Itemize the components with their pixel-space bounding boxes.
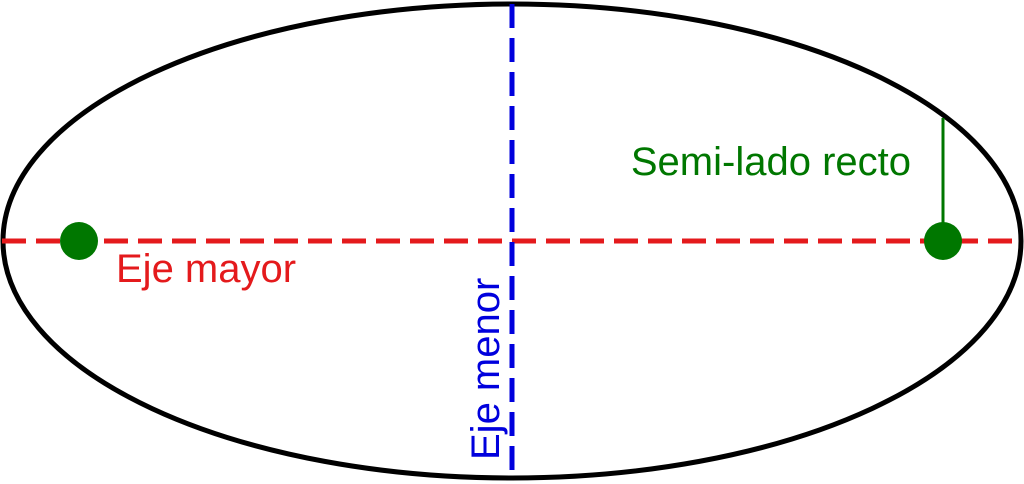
- right-focus-point: [924, 222, 962, 260]
- minor-axis-label: Eje menor: [464, 278, 508, 460]
- major-axis-label: Eje mayor: [116, 247, 296, 291]
- semi-latus-rectum-label: Semi-lado recto: [631, 140, 911, 184]
- left-focus-point: [60, 222, 98, 260]
